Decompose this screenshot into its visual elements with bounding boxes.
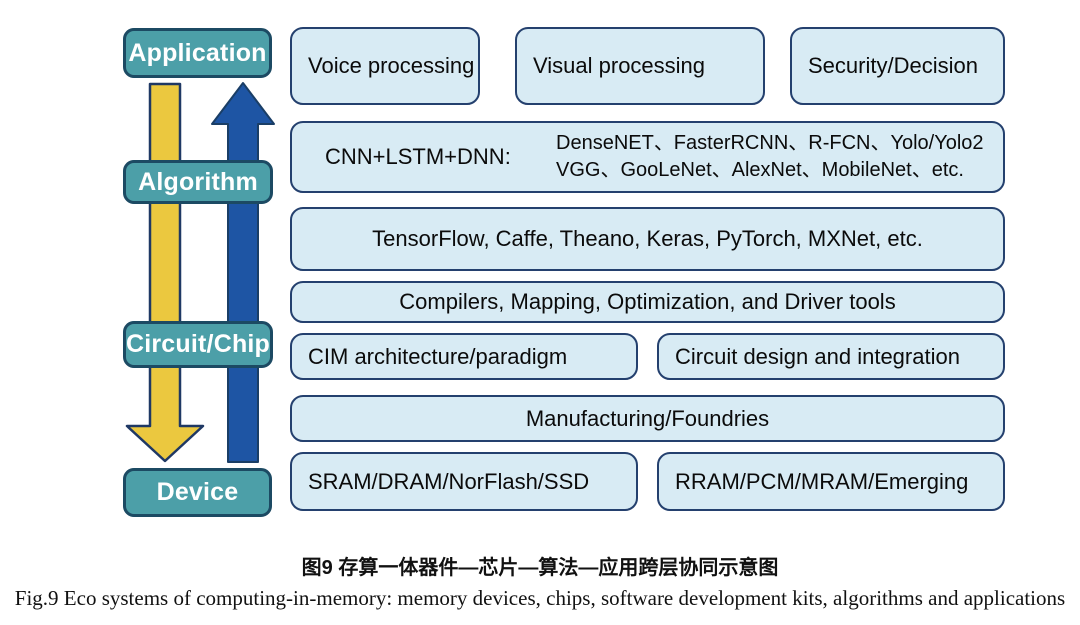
- frameworks-label: TensorFlow, Caffe, Theano, Keras, PyTorc…: [372, 226, 923, 251]
- application-box-visual: Visual processing: [515, 27, 765, 105]
- chip-box-cim-architecture-label: CIM architecture/paradigm: [308, 343, 568, 369]
- device-box-emerging-label: RRAM/PCM/MRAM/Emerging: [675, 468, 969, 494]
- application-box-security-label: Security/Decision: [808, 53, 978, 78]
- algorithm-networks-box: CNN+LSTM+DNN: DenseNET、FasterRCNN、R-FCN、…: [290, 121, 1005, 193]
- algorithm-networks-line1: DenseNET、FasterRCNN、R-FCN、Yolo/Yolo2: [556, 132, 984, 154]
- level-circuit-chip-label: Circuit/Chip: [125, 330, 271, 358]
- level-algorithm-label: Algorithm: [138, 167, 258, 196]
- up-arrow-icon: [211, 82, 275, 463]
- manufacturing-label: Manufacturing/Foundries: [525, 405, 770, 431]
- application-box-voice: Voice processing: [290, 27, 480, 105]
- application-box-visual-label: Visual processing: [533, 53, 706, 78]
- application-box-security: Security/Decision: [790, 27, 1005, 105]
- level-algorithm: Algorithm: [123, 160, 273, 204]
- toolchain-label: Compilers, Mapping, Optimization, and Dr…: [399, 289, 896, 314]
- level-device-label: Device: [156, 478, 239, 506]
- manufacturing-box: Manufacturing/Foundries: [290, 395, 1005, 442]
- level-application: Application: [123, 28, 272, 78]
- toolchain-box: Compilers, Mapping, Optimization, and Dr…: [290, 281, 1005, 323]
- level-application-label: Application: [128, 38, 267, 67]
- down-arrow-icon: [125, 82, 205, 463]
- device-box-conventional-label: SRAM/DRAM/NorFlash/SSD: [308, 468, 590, 494]
- device-box-emerging: RRAM/PCM/MRAM/Emerging: [657, 452, 1005, 511]
- frameworks-box: TensorFlow, Caffe, Theano, Keras, PyTorc…: [290, 207, 1005, 271]
- chip-box-circuit-design: Circuit design and integration: [657, 333, 1005, 380]
- device-box-conventional: SRAM/DRAM/NorFlash/SSD: [290, 452, 638, 511]
- chip-box-circuit-design-label: Circuit design and integration: [675, 343, 960, 369]
- figure-caption-english: Fig.9 Eco systems of computing-in-memory…: [14, 586, 1066, 610]
- level-device: Device: [123, 468, 272, 517]
- figure-caption-chinese: 图9 存算一体器件—芯片—算法—应用跨层协同示意图: [301, 557, 779, 579]
- level-circuit-chip: Circuit/Chip: [123, 321, 273, 368]
- algorithm-networks-line2: VGG、GooLeNet、AlexNet、MobileNet、etc.: [556, 159, 964, 181]
- algorithm-networks-label: CNN+LSTM+DNN:: [325, 144, 511, 169]
- application-box-voice-label: Voice processing: [308, 53, 475, 78]
- chip-box-cim-architecture: CIM architecture/paradigm: [290, 333, 638, 380]
- algorithm-networks-list: DenseNET、FasterRCNN、R-FCN、Yolo/Yolo2 VGG…: [556, 130, 1003, 184]
